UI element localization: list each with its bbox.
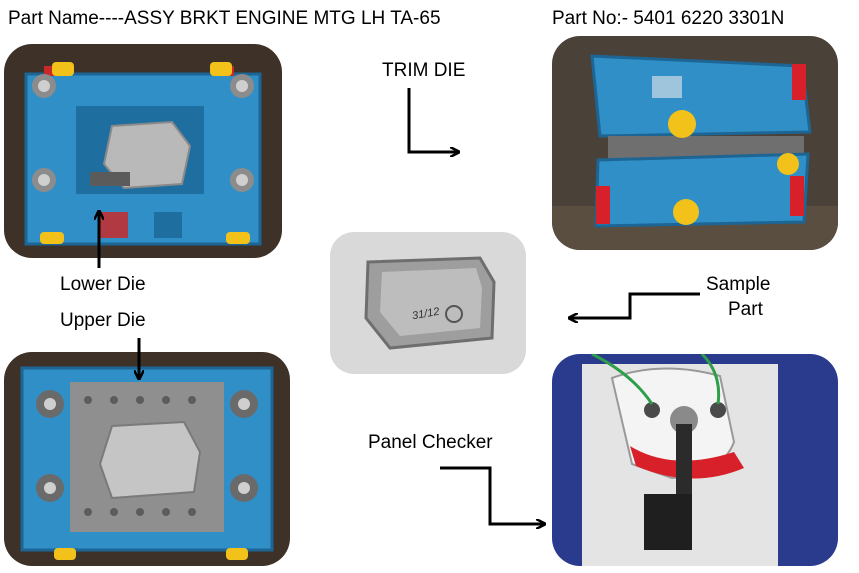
sample-part-photo: 31/12 (330, 232, 526, 374)
lower-die-photo (4, 44, 282, 258)
part-number: Part No:- 5401 6220 3301N (552, 8, 785, 29)
part-name-title: Part Name----ASSY BRKT ENGINE MTG LH TA-… (8, 8, 441, 29)
panel-checker-photo (552, 354, 838, 566)
trim-die-arrow (407, 88, 458, 152)
sample-part-arrow (570, 292, 700, 318)
upper-die-label: Upper Die (60, 310, 146, 331)
panel-checker-label: Panel Checker (368, 432, 493, 453)
sample-part-label-line2: Part (728, 299, 763, 320)
trim-die-photo (552, 36, 838, 250)
trim-die-label: TRIM DIE (382, 60, 466, 81)
sample-part-label-line1: Sample (706, 274, 771, 295)
lower-die-label: Lower Die (60, 274, 146, 295)
panel-checker-arrow (440, 466, 544, 524)
upper-die-photo (4, 352, 290, 566)
